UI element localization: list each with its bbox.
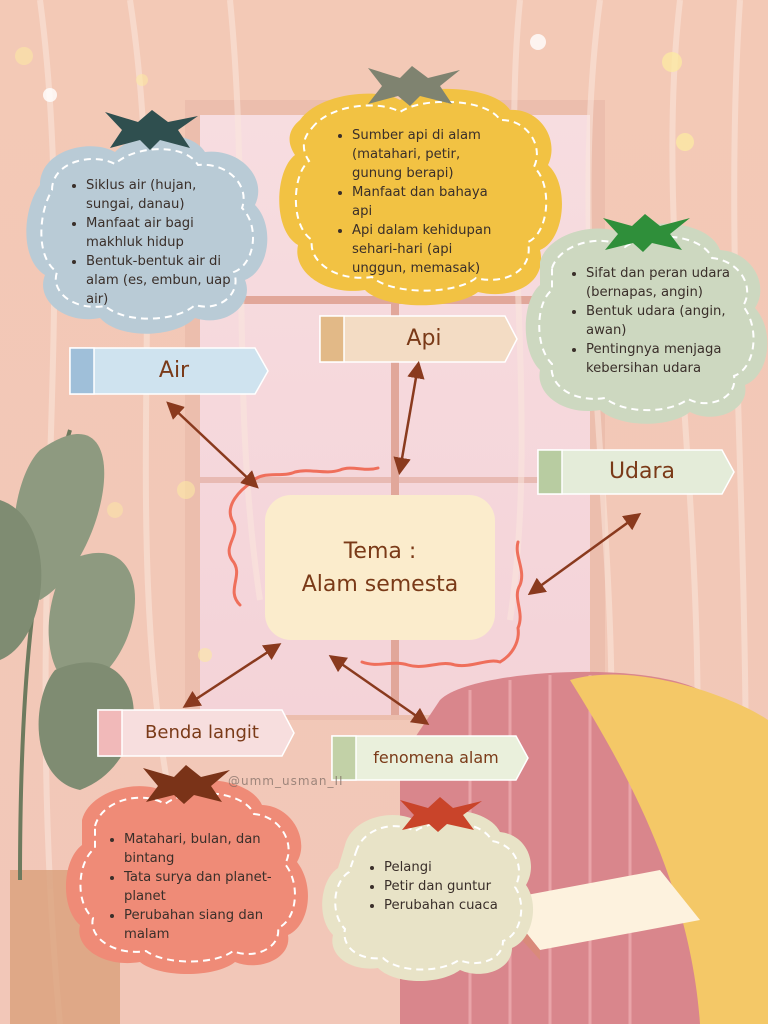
cloud-api-text: Sumber api di alam (matahari, petir, gun… xyxy=(334,126,504,278)
list-item: Petir dan guntur xyxy=(384,877,526,896)
list-item: Perubahan cuaca xyxy=(384,896,526,915)
cloud-air-text: Siklus air (hujan, sungai, danau) Manfaa… xyxy=(68,176,240,309)
cloud-udara xyxy=(525,214,768,424)
cloud-fenomena-alam-text: Pelangi Petir dan guntur Perubahan cuaca xyxy=(366,858,526,915)
tab-udara-shape xyxy=(537,449,735,495)
topic-label-air: Air xyxy=(158,358,190,383)
topic-label-fenomena-alam: fenomena alam xyxy=(373,748,499,767)
list-item: Manfaat dan bahaya api xyxy=(352,183,504,221)
list-item: Manfaat air bagi makhluk hidup xyxy=(86,214,240,252)
topic-label-benda-langit: Benda langit xyxy=(145,722,259,743)
list-item: Pentingnya menjaga kebersihan udara xyxy=(586,340,746,378)
cloud-fenomena-alam xyxy=(322,797,534,982)
list-item: Matahari, bulan, dan bintang xyxy=(124,830,276,868)
central-topic-line2: Alam semesta xyxy=(301,571,459,597)
list-item: Tata surya dan planet-planet xyxy=(124,868,276,906)
central-topic: Tema : Alam semesta xyxy=(265,495,495,640)
cloud-benda-langit-text: Matahari, bulan, dan bintang Tata surya … xyxy=(106,830,276,944)
list-item: Pelangi xyxy=(384,858,526,877)
cloud-air xyxy=(26,110,268,334)
tab-fenomena-alam-shape xyxy=(331,735,529,781)
connector-arrows xyxy=(166,360,642,725)
list-item: Bentuk-bentuk air di alam (es, embun, ua… xyxy=(86,252,240,309)
central-topic-line1: Tema : xyxy=(343,538,417,564)
list-item: Sifat dan peran udara (bernapas, angin) xyxy=(586,264,746,302)
list-item: Bentuk udara (angin, awan) xyxy=(586,302,746,340)
tab-benda-langit-shape xyxy=(97,709,295,757)
bokeh-lights xyxy=(15,34,694,662)
cloud-benda-langit xyxy=(65,765,308,974)
tab-api-shape xyxy=(319,315,518,363)
list-item: Api dalam kehidupan sehari-hari (api ung… xyxy=(352,221,504,278)
list-item: Sumber api di alam (matahari, petir, gun… xyxy=(352,126,504,183)
topic-label-udara: Udara xyxy=(608,459,676,484)
list-item: Perubahan siang dan malam xyxy=(124,906,276,944)
list-item: Siklus air (hujan, sungai, danau) xyxy=(86,176,240,214)
cloud-api xyxy=(279,66,562,306)
cloud-udara-text: Sifat dan peran udara (bernapas, angin) … xyxy=(568,264,746,378)
tab-air-shape xyxy=(69,347,269,395)
watermark-signature: @umm_usman_II xyxy=(228,774,344,788)
topic-label-api: Api xyxy=(406,326,442,351)
